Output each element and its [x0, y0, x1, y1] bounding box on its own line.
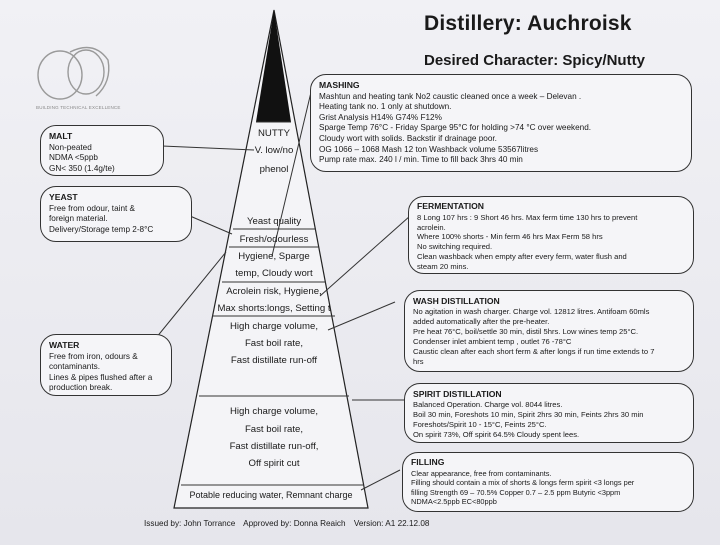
pyramid-label-base: Potable reducing water, Remnant charge	[189, 490, 353, 500]
spirit-line: On spirit 73%, Off spirit 64.5% Cloudy s…	[413, 430, 580, 439]
pyramid-label-wash-1: High charge volume,	[230, 321, 318, 332]
malt-line: GN< 350 (1.4g/te)	[49, 163, 115, 173]
pyramid-label-spirit-3: Fast distillate run-off,	[229, 441, 319, 452]
mashing-line: Grist Analysis H14% G74% F12%	[319, 112, 442, 122]
mashing-heading: MASHING	[319, 80, 360, 90]
mashing-line: Pump rate max. 240 l / min. Time to fill…	[319, 155, 523, 165]
water-line: production break.	[49, 383, 113, 393]
filling-line: Filling should contain a mix of shorts &…	[411, 478, 635, 488]
spirit-line: Foreshots/Spirit 10 - 15°C, Feints 25°C.	[413, 420, 547, 429]
spirit-line: Boil 30 min, Foreshots 10 min, Spirit 2h…	[413, 410, 644, 419]
malt-line: Non-peated	[49, 142, 92, 152]
water-line: Free from iron, odours &	[49, 351, 138, 361]
pyramid-label-malt-2: phenol	[259, 164, 289, 175]
water-line: Lines & pipes flushed after a	[49, 372, 153, 382]
yeast-line: Free from odour, taint &	[49, 203, 136, 213]
pyramid-label-yeast: Yeast quality	[246, 216, 302, 227]
mashing-line: Mashtun and heating tank No2 caustic cle…	[319, 91, 582, 101]
logo-tagline: BUILDING TECHNICAL EXCELLENCE	[36, 105, 121, 110]
yeast-line: foreign material.	[49, 214, 108, 224]
wash-line: Caustic clean after each short ferm & af…	[413, 347, 655, 356]
mashing-box: MASHING Mashtun and heating tank No2 cau…	[310, 74, 692, 172]
wash-line: Pre heat 76°C, boil/settle 30 min, disti…	[413, 327, 639, 336]
version: Version: A1 22.12.08	[353, 519, 430, 528]
pyramid-label-spirit-4: Off spirit cut	[248, 458, 300, 469]
filling-line: NDMA<2.5ppb EC<80ppb	[411, 497, 497, 507]
pyramid-label-spirit-1: High charge volume,	[230, 406, 318, 417]
pyramid-label-spirit-2: Fast boil rate,	[244, 424, 304, 435]
malt-box: MALT Non-peated NDMA <5ppb GN< 350 (1.4g…	[40, 125, 164, 176]
filling-line: Clear appearance, free from contaminants…	[411, 468, 552, 478]
issued-by: Issued by: John Torrance	[144, 519, 236, 528]
fermentation-line: steam 20 mins.	[417, 261, 469, 271]
mashing-line: Heating tank no. 1 only at shutdown.	[319, 102, 452, 112]
footer: Issued by: John Torrance Approved by: Do…	[144, 519, 435, 528]
fermentation-line: No switching required.	[417, 242, 493, 252]
yeast-box: YEAST Free from odour, taint & foreign m…	[40, 186, 192, 242]
pyramid-label-wash-2: Fast boil rate,	[244, 338, 304, 349]
mashing-line: Sparge Temp 76°C - Friday Sparge 95°C fo…	[319, 123, 592, 133]
spirit-distillation-box: SPIRIT DISTILLATION Balanced Operation. …	[404, 383, 694, 443]
water-box: WATER Free from iron, odours & contamina…	[40, 334, 172, 396]
approved-by: Approved by: Donna Reaich	[243, 519, 346, 528]
wash-distillation-box: WASH DISTILLATION No agitation in wash c…	[404, 290, 694, 372]
page-title: Distillery: Auchroisk	[424, 12, 632, 35]
spirit-heading: SPIRIT DISTILLATION	[413, 389, 502, 399]
malt-heading: MALT	[49, 131, 73, 141]
fermentation-line: acrolein.	[417, 222, 446, 232]
pyramid-label-malt-1: V. low/no	[254, 145, 294, 156]
fermentation-line: Where 100% shorts - Min ferm 46 hrs Max …	[417, 232, 603, 242]
wash-line: hrs	[413, 357, 424, 366]
filling-heading: FILLING	[411, 457, 445, 467]
pyramid-outline	[173, 9, 369, 509]
pyramid-label-wash-3: Fast distillate run-off	[230, 355, 318, 366]
fermentation-box: FERMENTATION 8 Long 107 hrs : 9 Short 46…	[408, 196, 694, 274]
fermentation-line: 8 Long 107 hrs : 9 Short 46 hrs. Max fer…	[417, 212, 638, 222]
pyramid-label-ferm-1: Acrolein risk, Hygiene,	[226, 286, 322, 297]
pyramid-label-nutty: NUTTY	[258, 128, 290, 139]
mashing-line: Cloudy wort with solids. Backstir if dra…	[319, 133, 497, 143]
pyramid-label-fresh: Fresh/odourless	[239, 234, 309, 245]
wash-line: added automatically after the pre-heater…	[413, 317, 550, 326]
pyramid-label-mashing-2: temp, Cloudy wort	[235, 268, 313, 279]
page-subtitle: Desired Character: Spicy/Nutty	[424, 52, 645, 69]
filling-line: filling Strength 69 – 70.5% Copper 0.7 –…	[411, 487, 621, 497]
pyramid-label-ferm-2: Max shorts:longs, Setting t	[217, 303, 331, 314]
fermentation-heading: FERMENTATION	[417, 201, 484, 211]
wash-heading: WASH DISTILLATION	[413, 296, 500, 306]
filling-box: FILLING Clear appearance, free from cont…	[402, 452, 694, 512]
malt-line: NDMA <5ppb	[49, 153, 98, 163]
pyramid-label-mashing-1: Hygiene, Sparge	[238, 251, 310, 262]
water-heading: WATER	[49, 340, 80, 350]
yeast-heading: YEAST	[49, 192, 78, 202]
wash-line: No agitation in wash charger. Charge vol…	[413, 307, 650, 316]
fermentation-line: Clean washback when empty after every fe…	[417, 251, 627, 261]
logo-mark	[37, 46, 110, 100]
yeast-line: Delivery/Storage temp 2-8°C	[49, 224, 154, 234]
spirit-line: Balanced Operation. Charge vol. 8044 lit…	[413, 400, 563, 409]
water-line: contaminants.	[49, 362, 100, 372]
wash-line: Condenser inlet ambient temp , outlet 76…	[413, 337, 572, 346]
mashing-line: OG 1066 – 1068 Mash 12 ton Washback volu…	[319, 144, 539, 154]
